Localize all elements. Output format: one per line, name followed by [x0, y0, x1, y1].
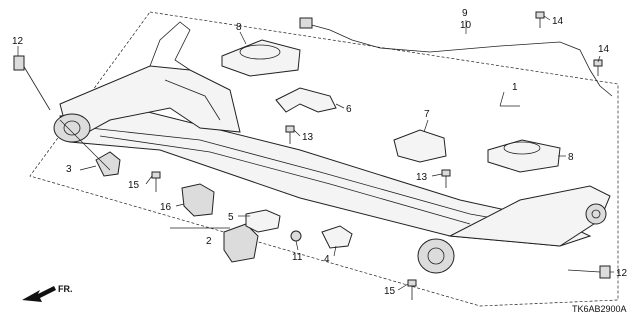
- sensor-harness: [307, 23, 613, 97]
- callout-6: 6: [346, 104, 352, 115]
- callout-3: 3: [66, 164, 72, 175]
- spring-seat-right: [487, 139, 561, 173]
- callout-16: 16: [160, 202, 172, 213]
- callout-12-a: 12: [12, 36, 24, 47]
- diagram-code: TK6AB2900A: [572, 304, 627, 314]
- bolt-part-left-12: [13, 55, 51, 111]
- clip-bracket-part: [181, 183, 215, 217]
- callout-1: 1: [512, 82, 518, 93]
- bolt-part-14-lower: [593, 59, 603, 76]
- callout-13-a: 13: [302, 132, 314, 143]
- callout-8-a: 8: [236, 22, 242, 33]
- callout-14-b: 14: [598, 44, 610, 55]
- callout-12-b: 12: [616, 268, 628, 279]
- mount-bracket-part: [393, 129, 447, 163]
- callout-10: 10: [460, 20, 472, 31]
- bolt-part-15-left: [151, 171, 161, 192]
- callout-15-a: 15: [128, 180, 140, 191]
- small-bracket-part: [321, 225, 353, 249]
- bolt-part-13-upper: [285, 125, 295, 144]
- holder-part: [245, 209, 281, 233]
- bolt-part-15-bottom: [407, 279, 417, 300]
- callout-9: 9: [462, 8, 468, 19]
- callout-7: 7: [424, 109, 430, 120]
- front-direction-arrow: FR.: [22, 284, 73, 302]
- rubber-mount-part: [95, 151, 121, 177]
- callout-8-b: 8: [568, 152, 574, 163]
- callout-2: 2: [206, 236, 212, 247]
- callout-13-b: 13: [416, 172, 428, 183]
- bolt-part-13-lower: [441, 169, 451, 188]
- callout-5: 5: [228, 212, 234, 223]
- callout-4: 4: [324, 254, 330, 265]
- rear-axle-beam: [53, 21, 611, 274]
- leader-lines: [17, 15, 614, 291]
- bracket-part: [275, 87, 337, 113]
- front-direction-label: FR.: [58, 284, 73, 294]
- callout-15-b: 15: [384, 286, 396, 297]
- harness-connector: [299, 17, 313, 29]
- callout-11: 11: [292, 252, 303, 263]
- callout-14-a: 14: [552, 16, 564, 27]
- nut-part: [290, 230, 302, 242]
- spring-seat-upper: [221, 39, 301, 77]
- bolt-part-14-upper: [535, 11, 545, 28]
- bolt-part-right-12: [567, 265, 611, 279]
